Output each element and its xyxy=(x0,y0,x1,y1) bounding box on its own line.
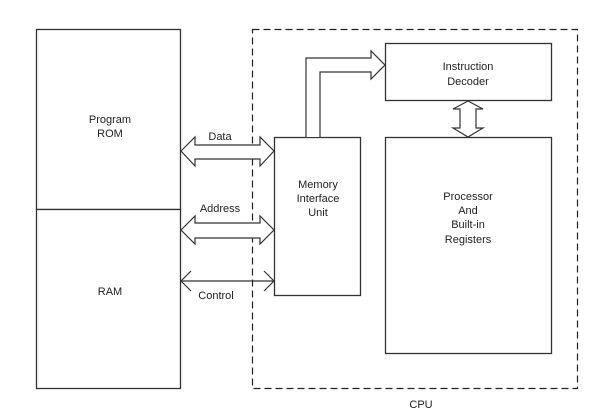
decoder-label-line2: Decoder xyxy=(447,76,489,88)
processor-label-line3: Built-in xyxy=(451,219,485,231)
processor-label-line4: Registers xyxy=(445,234,492,246)
decoder-label-line1: Instruction xyxy=(443,61,494,73)
address-bus-label: Address xyxy=(200,203,241,215)
processor-label-line1: Processor xyxy=(443,191,493,203)
ram-block xyxy=(35,208,182,390)
cpu-label: CPU xyxy=(409,399,432,411)
cpu-container xyxy=(251,28,579,390)
control-line-label: Control xyxy=(198,290,233,302)
data-bus-arrow xyxy=(180,135,275,168)
instruction-decoder: Instruction Decoder xyxy=(384,42,553,102)
memory-column: Program ROM RAM xyxy=(35,28,182,390)
processor-block xyxy=(384,136,553,355)
instruction-decoder-block xyxy=(384,42,553,102)
processor-label-line2: And xyxy=(458,205,478,217)
processor: Processor And Built-in Registers xyxy=(384,136,553,355)
ram-label: RAM xyxy=(98,286,122,298)
program-rom-block xyxy=(35,28,182,211)
memory-interface-unit: Memory Interface Unit xyxy=(273,136,362,297)
decoder-processor-arrow xyxy=(450,100,486,138)
miu-label-line2: Interface xyxy=(297,193,340,205)
address-bus-arrow xyxy=(180,214,275,246)
program-rom-label-line1: Program xyxy=(89,114,131,126)
miu-label-line1: Memory xyxy=(298,179,338,191)
memory-interface-unit-block xyxy=(273,136,362,297)
data-bus-label: Data xyxy=(208,131,232,143)
program-rom-label-line2: ROM xyxy=(97,128,123,140)
miu-label-line3: Unit xyxy=(308,207,328,219)
control-line-arrow xyxy=(180,270,275,292)
miu-to-decoder-arrow xyxy=(305,49,386,137)
